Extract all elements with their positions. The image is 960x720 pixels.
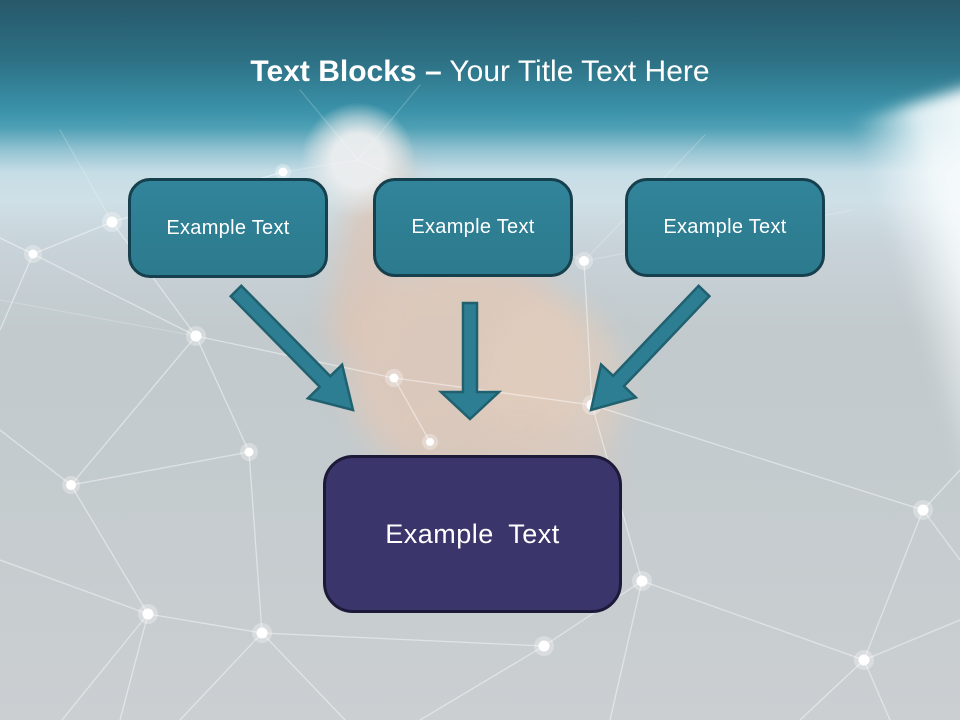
text-block-2: Example Text: [373, 178, 573, 277]
slide-title-dash: –: [424, 55, 442, 88]
arrow-down-icon: [437, 301, 503, 421]
text-block-2-label: Example Text: [411, 216, 535, 238]
text-block-3: Example Text: [625, 178, 825, 277]
slide-title-emphasis: Text Blocks: [250, 55, 417, 88]
text-block-3-label: Example Text: [663, 216, 787, 238]
summary-text-block: Example Text: [323, 455, 622, 613]
text-block-1-label: Example Text: [166, 216, 290, 239]
summary-text-block-label: Example Text: [385, 518, 560, 549]
arrow-down-right-icon: [228, 284, 355, 412]
slide-title-subtitle: Your Title Text Here: [449, 55, 710, 88]
slide-title: Text Blocks – Your Title Text Here: [0, 53, 960, 90]
text-block-1: Example Text: [128, 178, 328, 278]
arrow-down-left-icon: [589, 284, 712, 412]
